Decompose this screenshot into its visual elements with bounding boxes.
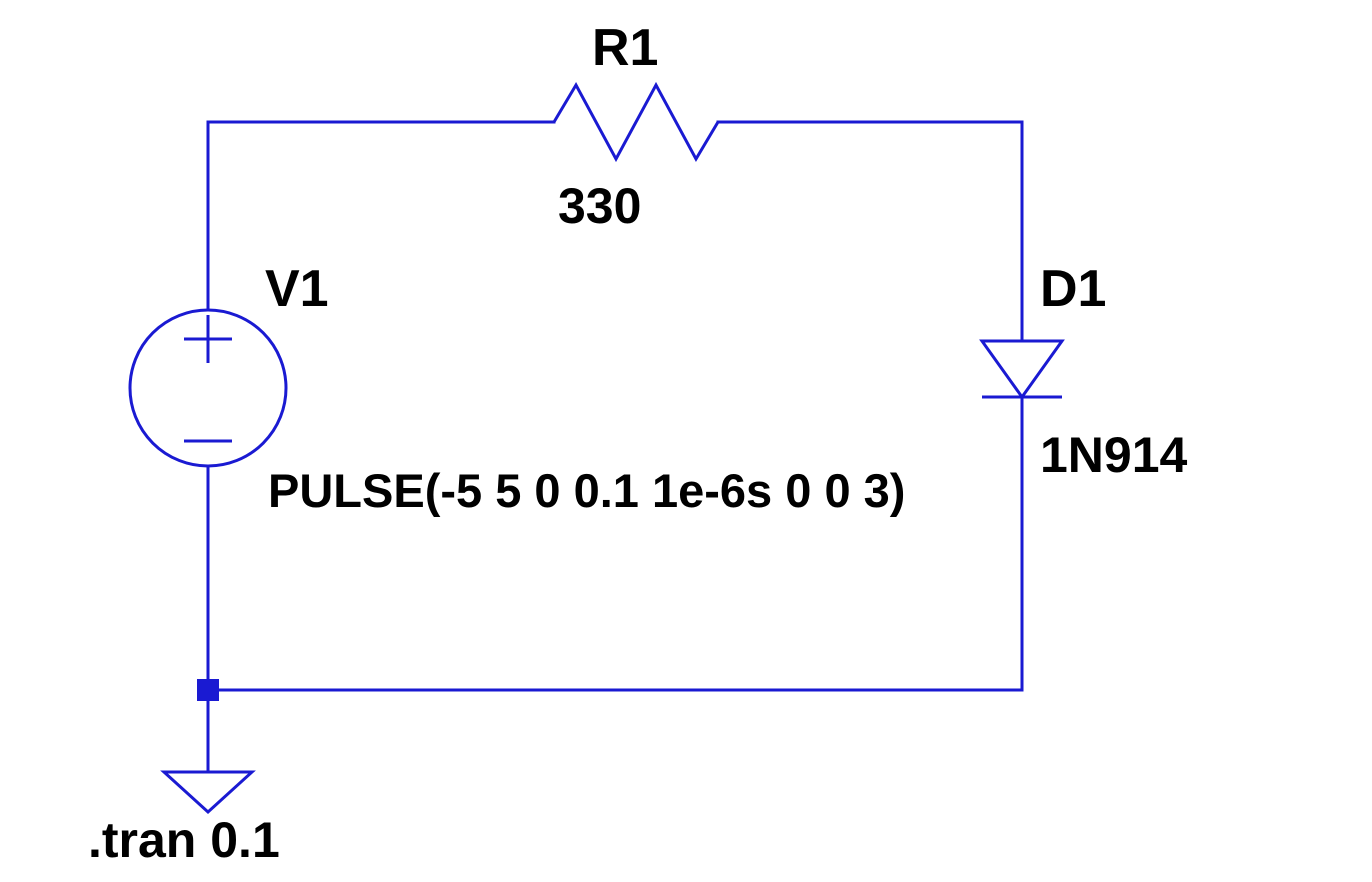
junction-node[interactable] xyxy=(197,679,219,701)
resistor-name-label[interactable]: R1 xyxy=(592,19,659,77)
ground-symbol[interactable] xyxy=(160,770,256,815)
diode-model-label[interactable]: 1N914 xyxy=(1040,427,1188,483)
diode-name-label[interactable]: D1 xyxy=(1040,260,1107,318)
voltage-source-plus-mark xyxy=(184,315,232,363)
voltage-source-value-label[interactable]: PULSE(-5 5 0 0.1 1e-6s 0 0 3) xyxy=(268,464,906,517)
voltage-source-name-label[interactable]: V1 xyxy=(265,260,329,318)
resistor-value-label[interactable]: 330 xyxy=(558,178,642,234)
resistor-symbol[interactable] xyxy=(552,81,720,163)
spice-directive-label[interactable]: .tran 0.1 xyxy=(88,812,280,868)
diode-symbol[interactable] xyxy=(979,339,1065,400)
